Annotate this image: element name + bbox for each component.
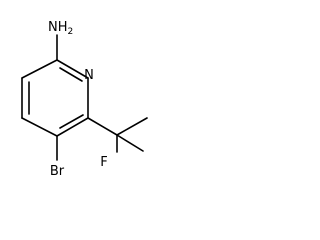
amine-subscript: 2	[68, 27, 74, 37]
molecule-structure-diagram: NH2 N Br F	[21, 20, 148, 179]
double-bond-inner-c6-c5	[59, 114, 84, 129]
bond-c5-c4	[21, 117, 58, 137]
amine-hydrogen-symbol: H	[58, 20, 68, 35]
bond-cq-methyl-top	[116, 117, 148, 136]
bond-c2-n1	[56, 59, 89, 79]
bond-cq-methyl-bottom	[116, 134, 144, 152]
ring-nitrogen-label: N	[84, 68, 94, 83]
bond-c6-c5	[56, 117, 89, 137]
bond-c6-cq	[87, 117, 118, 136]
amine-nitrogen-symbol: N	[48, 20, 58, 35]
bromine-label: Br	[50, 164, 65, 179]
double-bond-inner-c2-n1	[59, 67, 83, 82]
amine-label: NH2	[48, 20, 73, 37]
fluorine-label: F	[100, 155, 107, 170]
bond-c3-c2	[21, 59, 58, 79]
